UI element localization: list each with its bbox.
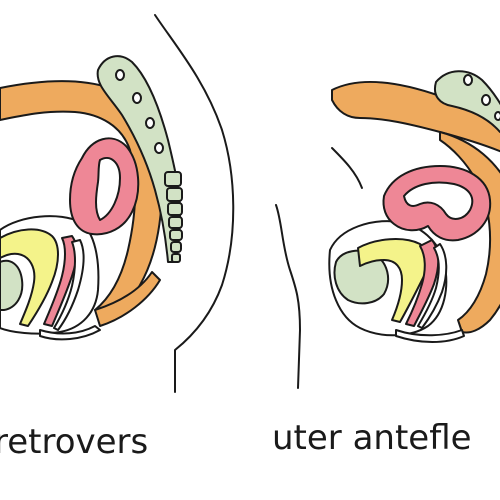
left-yellow-organ [0,228,59,327]
right-canal-white [417,243,448,329]
right-belly-outline [275,204,301,389]
right-perineum [395,329,465,343]
left-uterus-cavity [95,157,121,221]
caption-retroverted: retrovers [0,422,149,462]
right-orange-band [331,81,500,153]
left-bladder [0,259,24,311]
left-rectum [94,271,161,327]
right-front-outline [331,147,363,189]
left-panel-illustration [0,14,235,393]
left-sacrum-holes [115,69,164,154]
left-coccyx [164,171,183,263]
right-sacrum-holes [463,74,500,121]
right-panel-illustration [275,70,500,389]
left-canal-white [53,239,85,331]
right-sacrum [434,70,500,133]
right-uterus-cavity [403,181,474,220]
left-perineum [39,325,101,341]
left-body-outline [154,14,235,393]
right-vaginal-canal [405,239,440,327]
caption-anteflexed: uter antefle [272,418,472,458]
right-yellow-organ [357,238,430,323]
